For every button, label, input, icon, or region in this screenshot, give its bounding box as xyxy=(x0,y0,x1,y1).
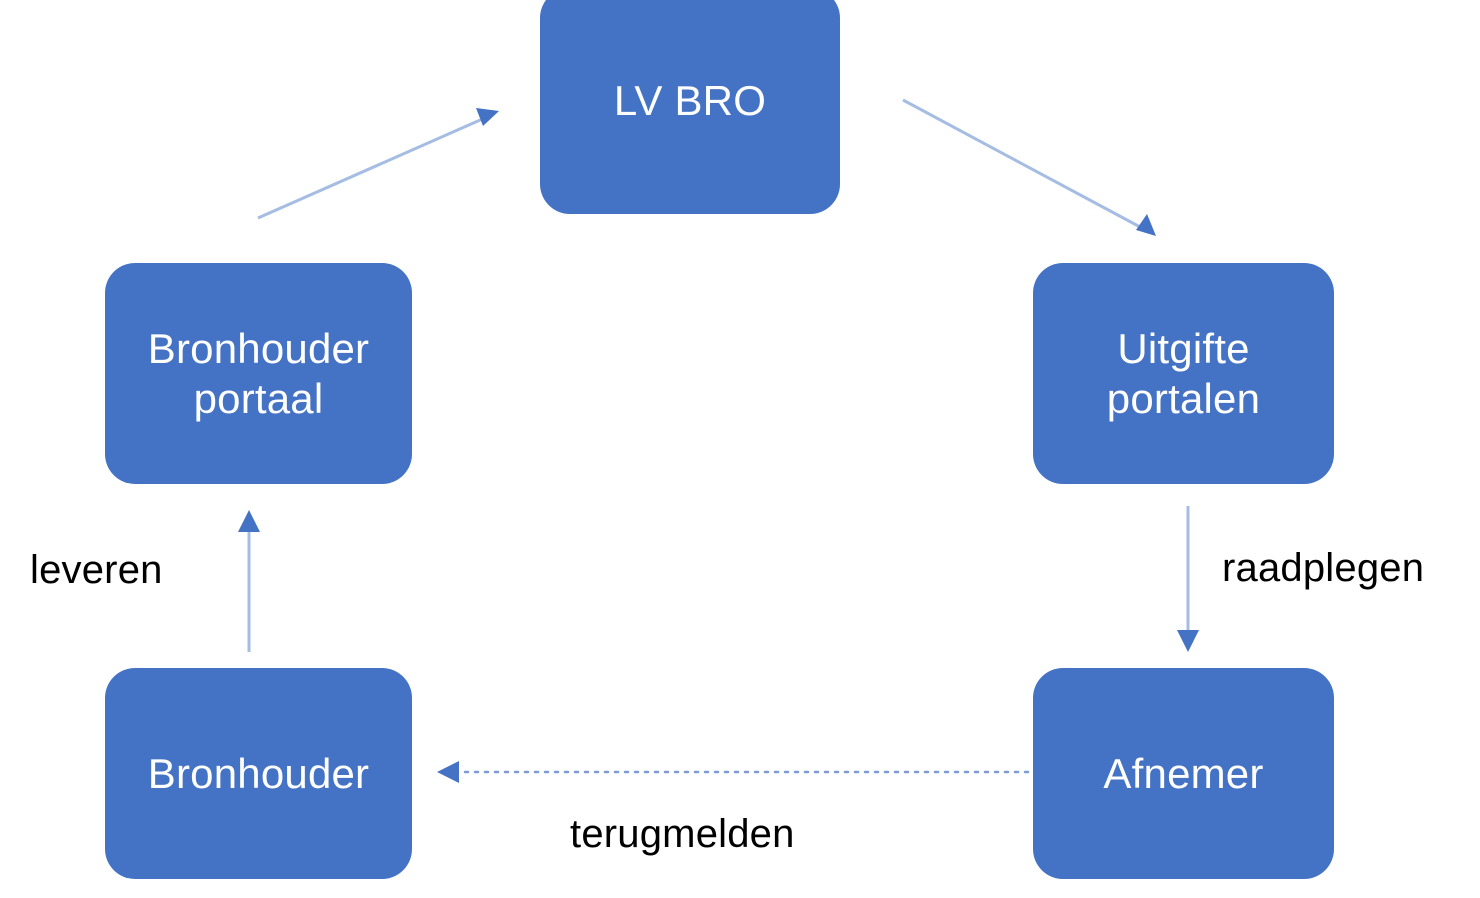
arrowhead-icon xyxy=(476,108,499,126)
node-bronhouder-label: Bronhouder xyxy=(147,749,370,797)
edge-line xyxy=(257,115,488,220)
node-uitgifte-portalen[interactable]: Uitgifte portalen xyxy=(1033,263,1334,484)
edge-afnemer-to-bronhouder xyxy=(437,761,1030,783)
node-bronhouder-portaal[interactable]: Bronhouder portaal xyxy=(105,263,412,484)
arrowhead-icon xyxy=(1177,630,1199,652)
edge-bronhouder-to-portaal xyxy=(238,510,260,652)
edge-label-leveren: leveren xyxy=(30,548,163,592)
node-afnemer[interactable]: Afnemer xyxy=(1033,668,1334,879)
edge-uitgifte-to-afnemer xyxy=(1177,506,1199,652)
node-lv-bro[interactable]: LV BRO xyxy=(540,0,840,214)
edge-label-raadplegen: raadplegen xyxy=(1222,546,1425,590)
node-bronhouder-portaal-label: Bronhouder portaal xyxy=(147,324,370,422)
edge-bronhouder-portaal-to-lv-bro xyxy=(257,108,499,220)
node-afnemer-label: Afnemer xyxy=(1103,749,1264,797)
arrowhead-icon xyxy=(238,510,260,532)
node-lv-bro-label: LV BRO xyxy=(613,77,767,125)
arrowhead-icon xyxy=(437,761,459,783)
edge-lv-bro-to-uitgifte xyxy=(902,98,1156,236)
edge-label-terugmelden: terugmelden xyxy=(570,812,795,856)
node-uitgifte-portalen-label: Uitgifte portalen xyxy=(1106,324,1261,422)
edge-line xyxy=(902,98,1143,230)
node-bronhouder[interactable]: Bronhouder xyxy=(105,668,412,879)
arrowhead-icon xyxy=(1136,214,1156,236)
